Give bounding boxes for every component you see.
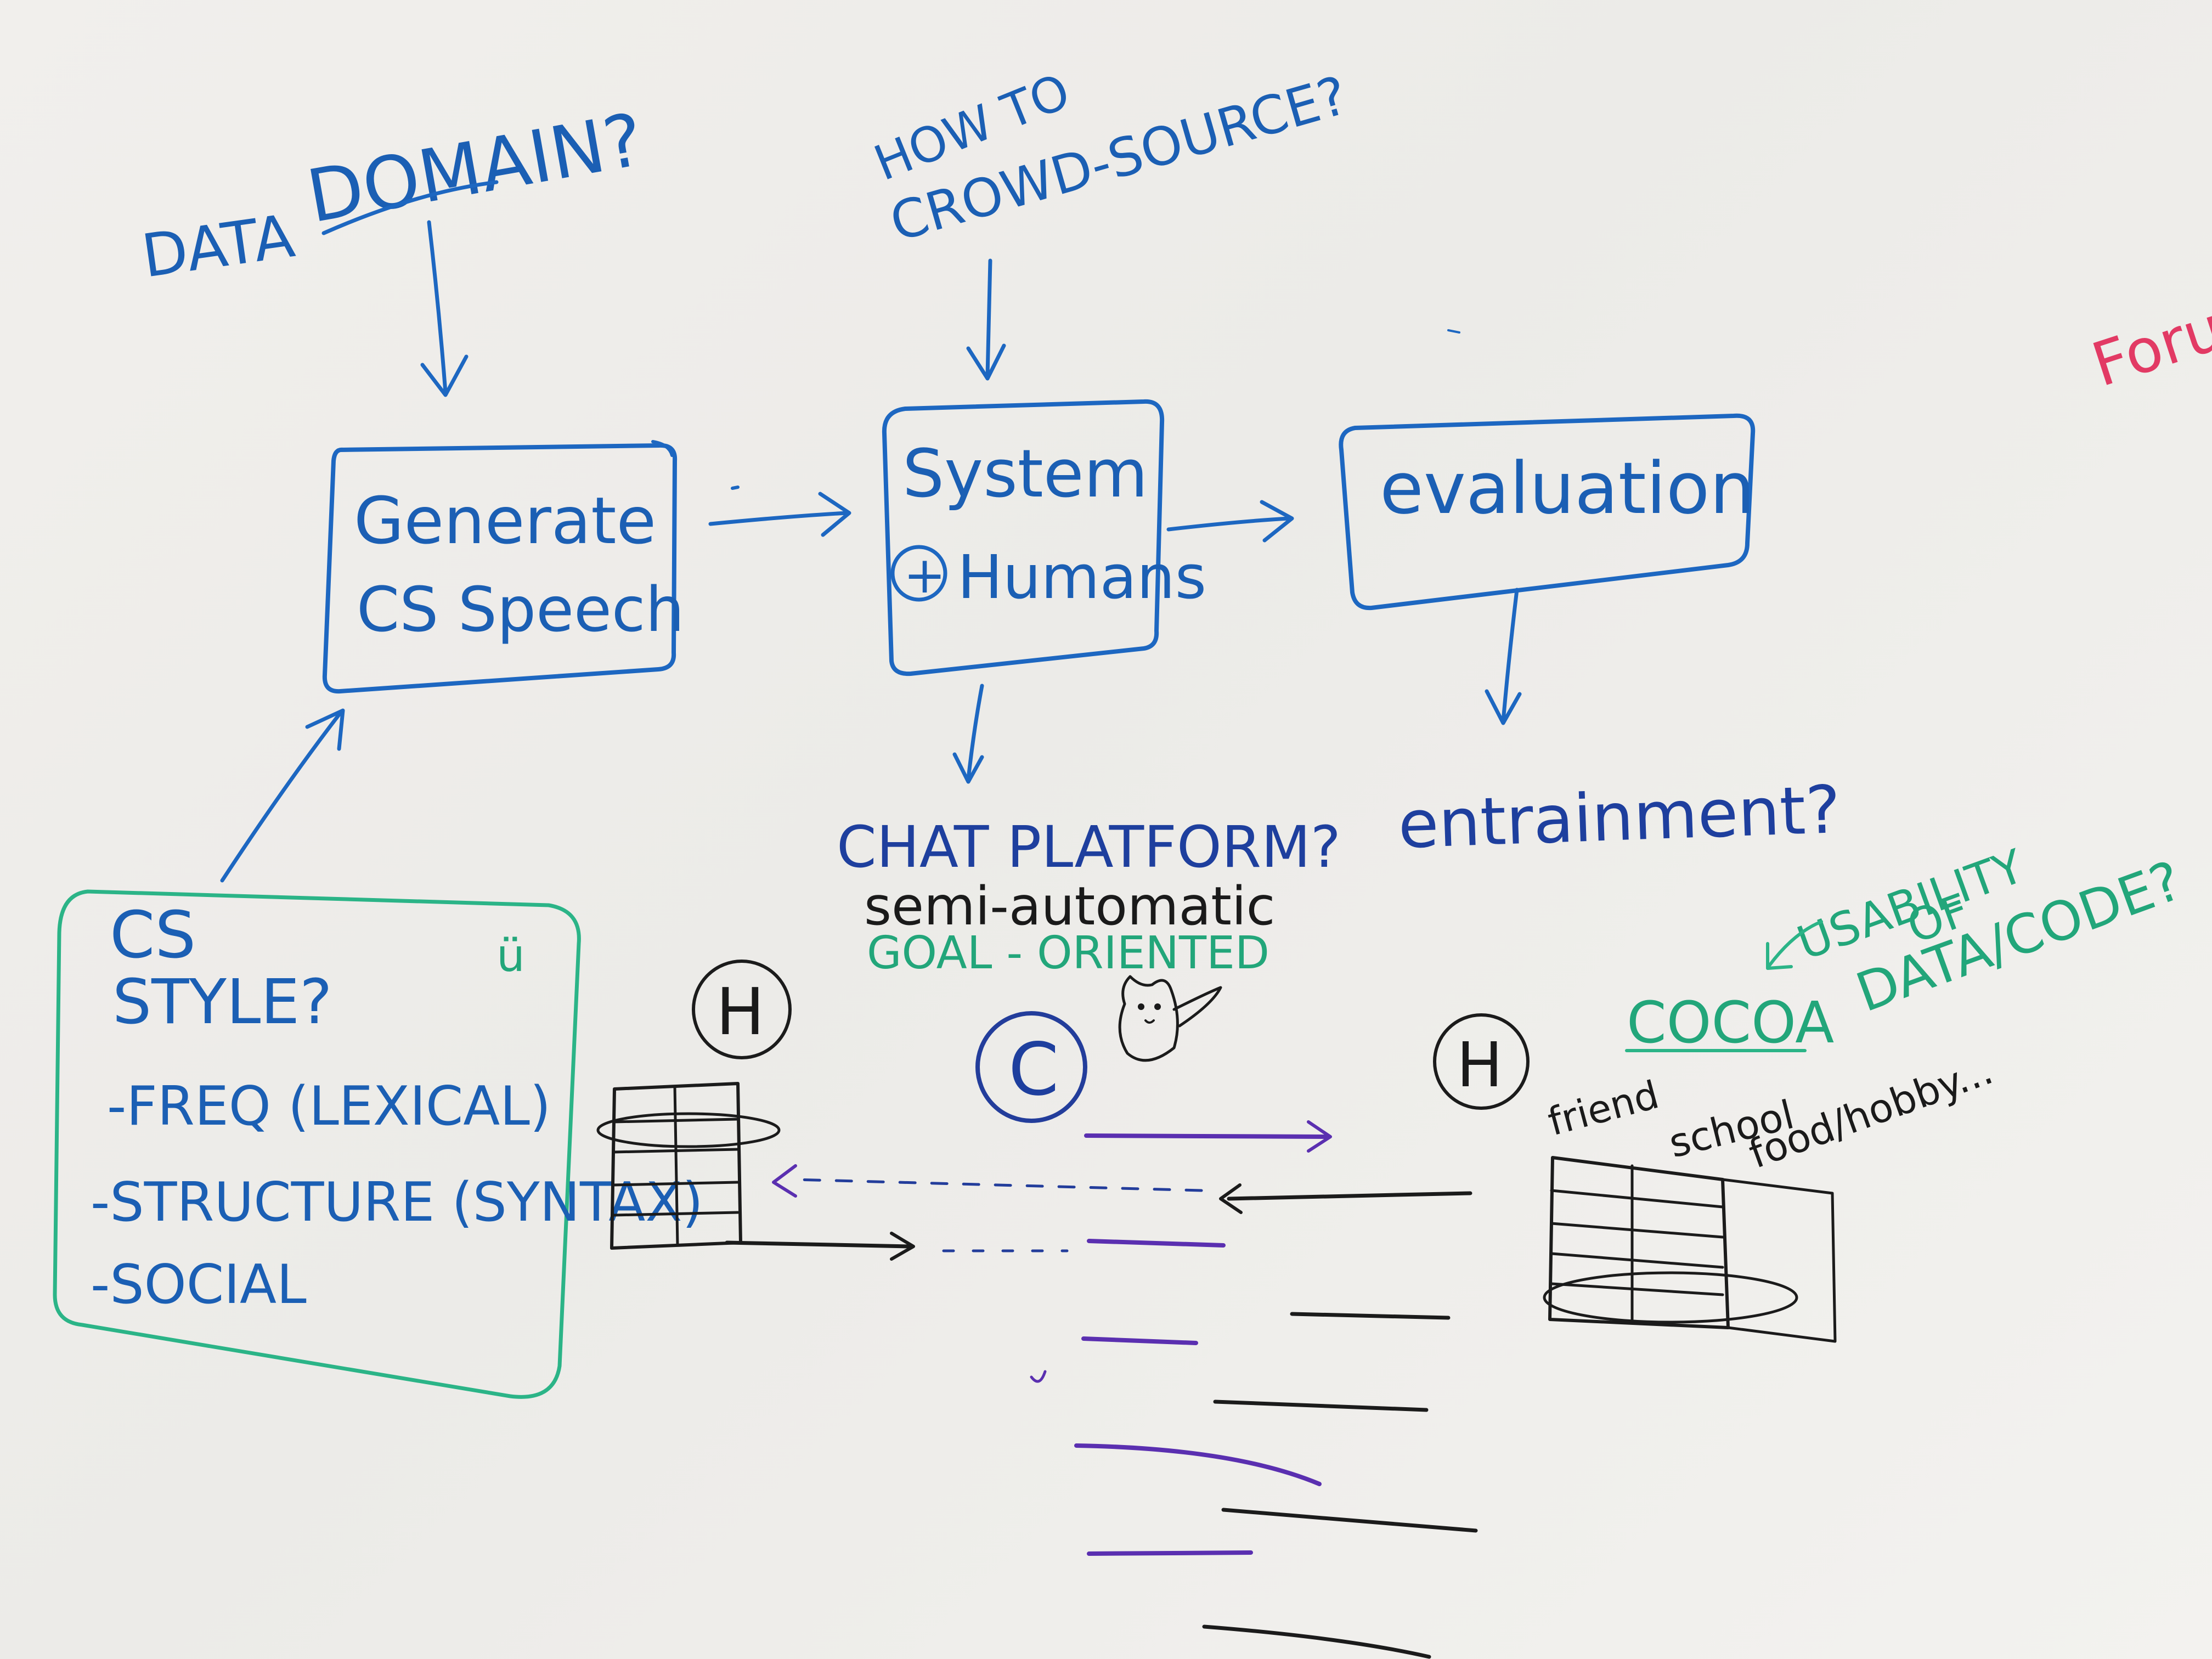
cs-style-box — [53, 889, 581, 1399]
c-center-label: C — [1008, 1028, 1059, 1112]
h-left-label: H — [716, 974, 765, 1049]
arrow-style-to-generate — [220, 708, 345, 883]
goal-oriented-label: GOAL - ORIENTED — [867, 927, 1269, 979]
cs-style-title-line1: CS — [110, 897, 196, 973]
plus-sign: + — [904, 546, 946, 605]
arrow-crowd-to-system — [966, 258, 1006, 381]
cs-style-item-3: -SOCIAL — [91, 1254, 307, 1316]
smiley-icon: ü — [496, 930, 525, 982]
cs-style-item-1: -FREQ (LEXICAL) — [107, 1075, 551, 1138]
evaluation-label: evaluation — [1380, 447, 1755, 530]
h-right-label: H — [1457, 1030, 1503, 1101]
arrow-system-to-chat — [952, 684, 984, 784]
cs-style-title-line2: STYLE? — [112, 967, 332, 1038]
cocoa-label: COCOA — [1627, 989, 1834, 1056]
data-label: DATA — [138, 202, 298, 291]
chat-platform-label: CHAT PLATFORM? — [837, 814, 1341, 881]
semi-automatic-label: semi-automatic — [864, 876, 1275, 937]
c-center-circle — [975, 1011, 1087, 1123]
friend-label: friend — [1543, 1072, 1663, 1144]
system-line1: System — [902, 436, 1148, 512]
left-table-sketch — [596, 1082, 781, 1250]
entrainment-label: entrainment? — [1397, 772, 1842, 864]
arrow-usability-to-cocoa — [1766, 920, 1823, 970]
domain-label: DOMAIN? — [301, 98, 650, 240]
generate-line1: Generate — [354, 483, 656, 558]
arrow-evaluation-to-entrainment — [1485, 588, 1522, 725]
creature-doodle-icon — [1118, 975, 1222, 1062]
h-left-circle — [692, 960, 792, 1059]
cs-style-item-2: -STRUCTURE (SYNTAX) — [91, 1171, 703, 1234]
arrow-system-to-evaluation — [1166, 500, 1294, 543]
marker-speck — [1447, 329, 1460, 334]
generate-line2: CS Speech — [357, 574, 684, 646]
evaluation-box — [1339, 413, 1756, 611]
forum-edge-note: Forum — [2084, 274, 2212, 400]
generate-box — [322, 440, 678, 694]
arrow-generate-to-system — [708, 486, 851, 537]
arrow-domain-to-generate — [420, 220, 469, 397]
plus-circle — [890, 545, 947, 602]
system-line2: Humans — [957, 542, 1206, 612]
domain-underline — [321, 180, 499, 235]
h-right-circle — [1433, 1013, 1530, 1110]
system-box — [882, 399, 1165, 676]
right-table-sketch — [1543, 1156, 1837, 1343]
conversation-lines — [725, 1120, 1478, 1659]
